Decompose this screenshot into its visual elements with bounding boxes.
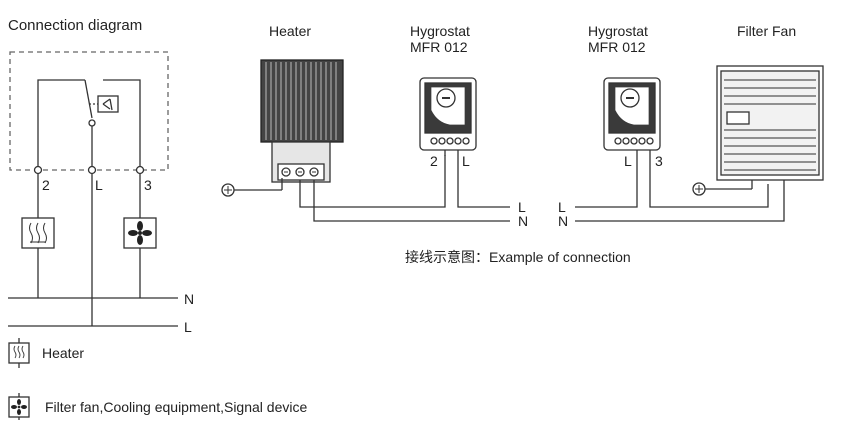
switch-pivot bbox=[88, 119, 96, 127]
legend-fan-label: Filter fan,Cooling equipment,Signal devi… bbox=[45, 399, 308, 415]
right-line-label-l: L bbox=[558, 199, 566, 215]
terminal-3 bbox=[135, 165, 145, 175]
terminal-2 bbox=[33, 165, 43, 175]
heater-n-wire bbox=[313, 180, 510, 222]
hygrostat-symbol bbox=[97, 95, 119, 113]
connection-caption: 接线示意图：Example of connection bbox=[405, 249, 631, 265]
hygrostat-2-terminal-3: 3 bbox=[655, 153, 663, 169]
heater-l-wire bbox=[299, 155, 446, 208]
filter-fan-grille bbox=[724, 79, 816, 171]
hygrostat-1-terminal-2: 2 bbox=[430, 153, 438, 169]
heater-title: Heater bbox=[269, 23, 312, 39]
terminal-label-2: 2 bbox=[42, 177, 50, 193]
right-line-label-n: N bbox=[558, 213, 569, 229]
legend-fan-blades bbox=[11, 399, 27, 415]
filter-fan-label-plate bbox=[726, 111, 750, 125]
fan-ground-mark bbox=[695, 185, 703, 193]
terminal-l bbox=[87, 165, 97, 175]
hygrostat-2-title: Hygrostat bbox=[588, 23, 648, 39]
terminal-2-wire bbox=[37, 79, 85, 170]
hygrostat-1-l-wire bbox=[457, 150, 510, 208]
terminal-label-3: 3 bbox=[144, 177, 152, 193]
heater-terminals bbox=[281, 167, 319, 177]
bus-label-l: L bbox=[184, 319, 192, 335]
hygrostat-1-terminal-l: L bbox=[462, 153, 470, 169]
heater-symbol-waves bbox=[29, 222, 47, 244]
legend-heater-label: Heater bbox=[42, 345, 85, 361]
hygrostat-1-model: MFR 012 bbox=[410, 39, 468, 55]
heater-ground-mark bbox=[224, 186, 232, 194]
hygrostat-2-terminals bbox=[614, 137, 654, 145]
fan-n-wire bbox=[575, 180, 785, 222]
hygrostat-2-terminal-l: L bbox=[624, 153, 632, 169]
fan-symbol-blades bbox=[128, 221, 152, 245]
switch-contact bbox=[84, 79, 93, 119]
hygrostat-2-model: MFR 012 bbox=[588, 39, 646, 55]
left-line-label-l: L bbox=[518, 199, 526, 215]
schematic-title: Connection diagram bbox=[8, 17, 143, 34]
heater-fins bbox=[265, 62, 337, 140]
terminal-label-l: L bbox=[95, 177, 103, 193]
hygrostat-1-terminals bbox=[430, 137, 470, 145]
terminal-3-wire bbox=[103, 79, 141, 170]
filter-fan-title: Filter Fan bbox=[737, 23, 797, 39]
hygrostat-2-l-wire bbox=[575, 150, 638, 208]
hygrostat-dashed-enclosure bbox=[9, 51, 169, 171]
legend-heater-waves bbox=[13, 345, 25, 359]
left-line-label-n: N bbox=[518, 213, 529, 229]
heater-body bbox=[260, 59, 344, 143]
hygrostat-symbol-mark bbox=[102, 98, 113, 111]
hygrostat-1-title: Hygrostat bbox=[410, 23, 470, 39]
bus-label-n: N bbox=[184, 291, 195, 307]
hygrostat-2-3-wire bbox=[649, 150, 769, 208]
